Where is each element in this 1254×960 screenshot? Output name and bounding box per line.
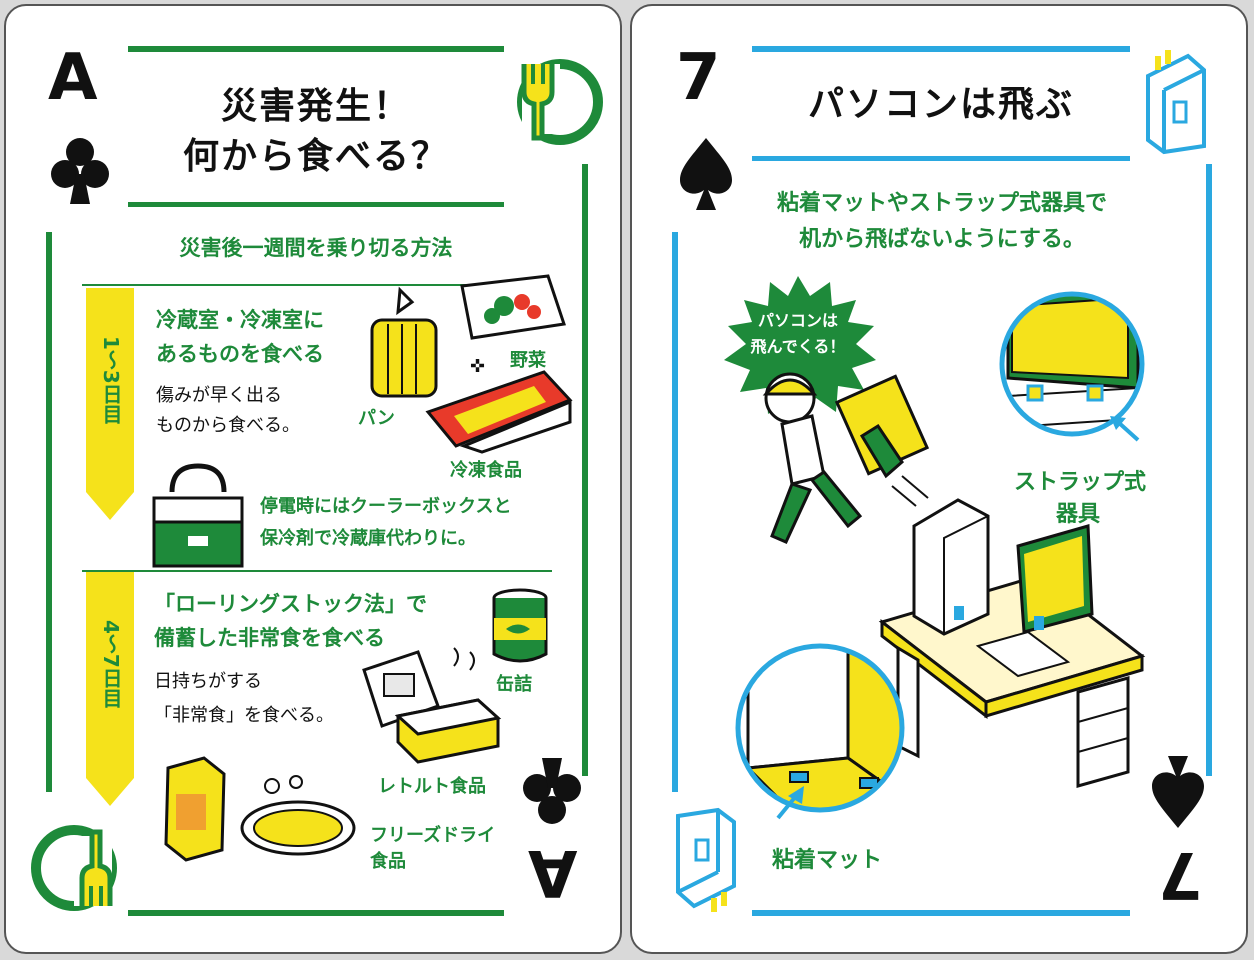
right-side-rule [582,164,588,776]
stage2-body-1: 日持ちがする [154,671,262,692]
label-canned: 缶詰 [496,674,532,695]
cooler-box-icon [152,463,244,568]
stage2-days: 4〜7日目 [99,620,123,708]
stage1-days: 1〜3日目 [99,336,123,424]
spade-icon-bottom [1152,756,1204,828]
title: パソコンは飛ぶ [807,84,1074,125]
rank-bottom: A [528,835,578,909]
stage1-tip-1: 停電時にはクーラーボックスと [260,496,512,517]
monitor-strap-detail [999,291,1145,437]
stage2-body-2: 「非常食」を食べる。 [154,705,334,726]
stage1-tip-2: 保冷剤で冷蔵庫代わりに。 [260,528,476,549]
frozen-food-icon [425,370,573,454]
subtitle-line2: 机から飛ばないようにする。 [799,227,1085,252]
sparkle-icon: ✜ [470,356,486,377]
detail-arrow-icon [1110,416,1140,442]
title-rule-bottom [128,202,504,207]
label-retort: レトルト食品 [378,776,486,797]
label-vegetables: 野菜 [510,350,546,371]
label-mat: 粘着マット [772,848,883,873]
fork-plate-icon-bottom [31,825,117,911]
stage2-rule [82,570,552,572]
canned-food-icon [492,588,548,663]
club-icon-bottom [523,758,581,824]
bread-icon [370,286,438,398]
label-frozen: 冷凍食品 [450,460,522,481]
subtitle: 災害後一週間を乗り切る方法 [179,236,453,260]
stage2-heading-2: 備蓄した非常食を食べる [154,626,385,650]
spade-icon [680,138,732,210]
title-rule-top [128,46,504,52]
bottom-rule [752,910,1130,916]
subtitle-line1: 粘着マットやストラップ式器具で [776,191,1107,216]
stage1-arrow [86,288,134,520]
rank-bottom: 7 [1158,837,1203,911]
desk-computer-illustration [878,498,1146,788]
rank-top: A [48,41,98,115]
stage1-rule [82,284,552,286]
stage2-heading-1: 「ローリングストック法」で [154,592,427,616]
adhesive-mat-detail [735,643,905,813]
stage1-body-1: 傷みが早く出る [156,385,282,406]
stage1-heading-2: あるものを食べる [156,342,324,366]
label-strap-1: ストラップ式 [1014,470,1147,495]
label-strap-2: 器具 [1056,502,1101,527]
stage1-heading-1: 冷蔵室・冷凍室に [156,308,324,332]
rank-top: 7 [676,41,721,115]
building-icon [1146,50,1206,155]
burst-line1: パソコンは [757,311,838,330]
building-icon-bottom [676,807,736,912]
title-rule-bottom [752,156,1130,161]
card-seven-of-spades: 7 パソコンは飛ぶ 粘着マットやストラップ式器具で 机から飛ばないようにする。 … [630,4,1248,954]
label-freeze-dry-1: フリーズドライ [370,825,496,846]
fork-plate-icon [517,59,603,145]
label-bread: パン [358,408,395,429]
detail-arrow-icon-2 [776,786,804,820]
stage2-arrow [86,572,134,806]
title-rule-top [752,46,1130,52]
card-ace-of-clubs: A 災害発生！ 何から食べる？ 災害後一週間を乗り切る方法 1〜3日目 冷蔵室・… [4,4,622,954]
stage1-body-2: ものから食べる。 [156,415,300,436]
title-line1: 災害発生！ [220,86,411,127]
bottom-rule [128,910,504,916]
label-freeze-dry-2: 食品 [370,851,406,872]
speech-burst [724,276,876,422]
title-line2: 何から食べる？ [182,136,449,177]
club-icon [51,138,109,204]
freeze-dry-icon [164,756,356,862]
person-with-computer-illustration [762,372,930,544]
right-side-rule [1206,164,1212,776]
left-side-rule [46,232,52,792]
vegetables-icon [460,274,566,340]
left-side-rule [672,232,678,792]
burst-line2: 飛んでくる！ [750,337,846,356]
retort-food-icon [362,647,502,764]
